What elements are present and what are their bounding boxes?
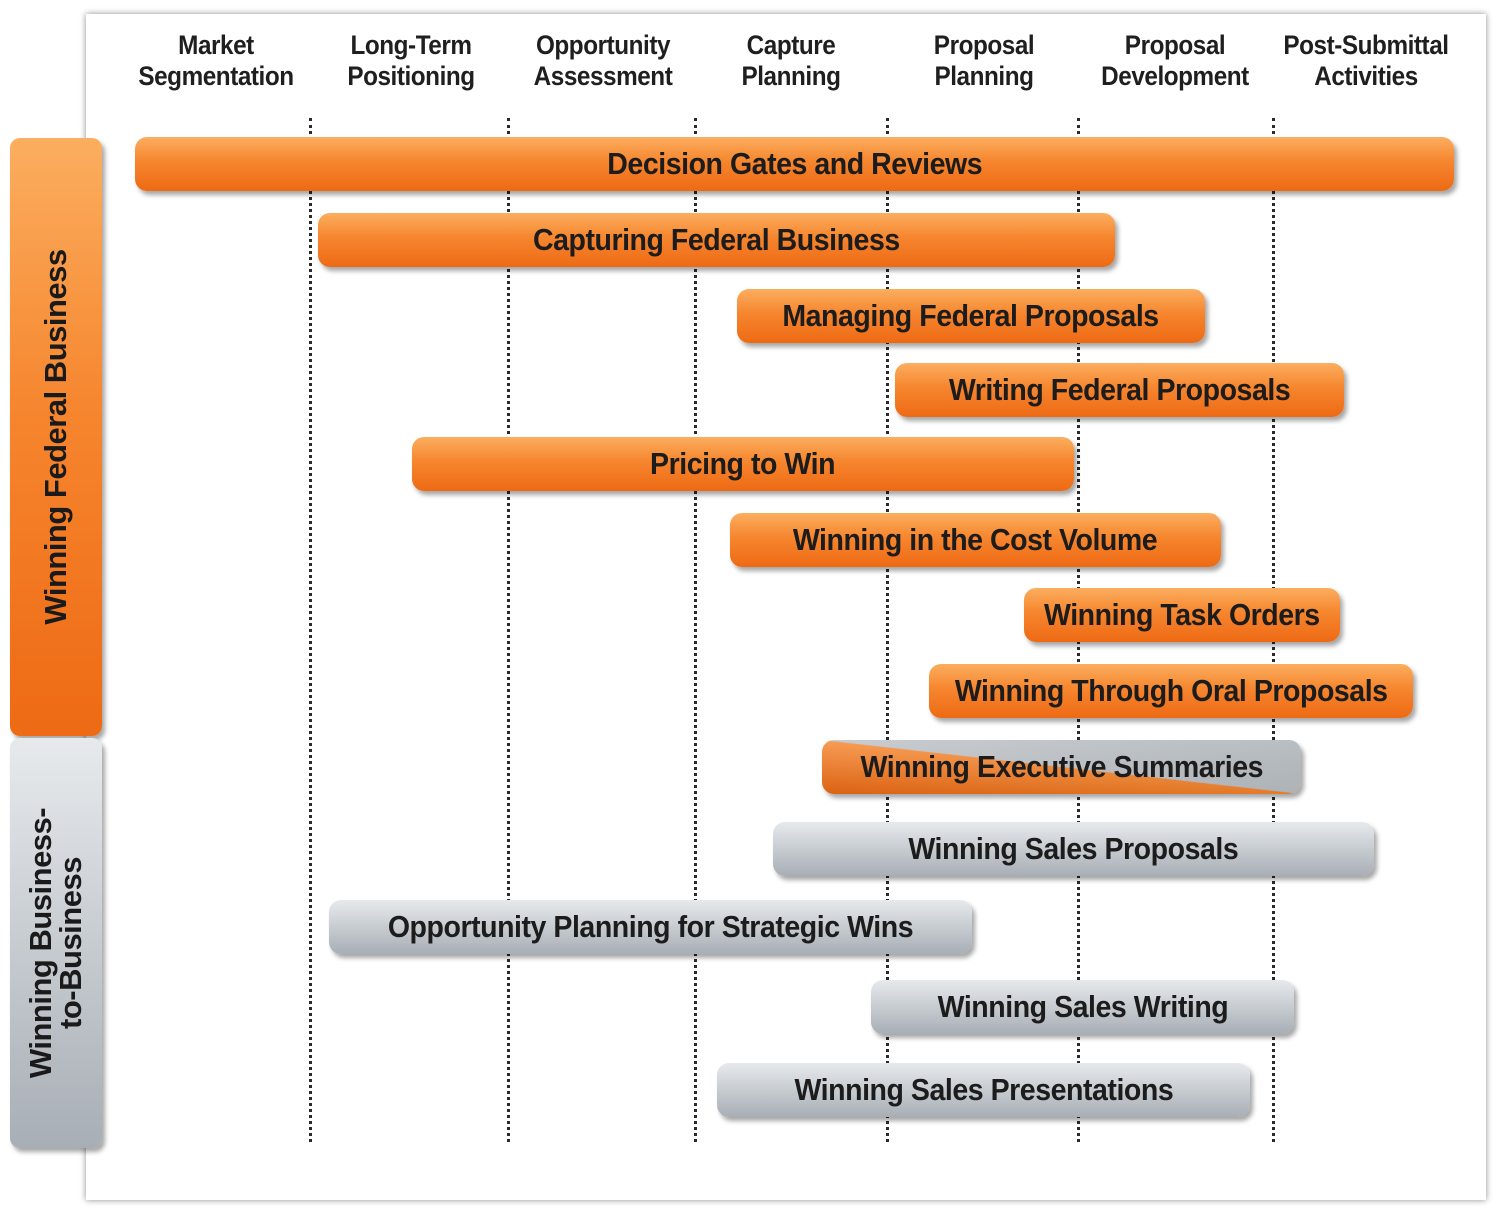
bar-label: Opportunity Planning for Strategic Wins (387, 909, 914, 944)
bar-label: Decision Gates and Reviews (607, 146, 982, 181)
bar-winning-task-orders: Winning Task Orders (1024, 588, 1340, 642)
bar-winning-through-oral-proposals: Winning Through Oral Proposals (929, 664, 1413, 718)
bar-winning-in-the-cost-volume: Winning in the Cost Volume (730, 513, 1221, 567)
phase-capture-planning: Capture Planning (741, 30, 841, 91)
bar-winning-sales-writing: Winning Sales Writing (871, 980, 1294, 1034)
phase-opportunity-assessment: Opportunity Assessment (533, 30, 673, 91)
bar-label: Pricing to Win (650, 446, 836, 481)
phase-long-term-positioning: Long-Term Positioning (347, 30, 475, 91)
phase-proposal-development: Proposal Development (1101, 30, 1249, 91)
bar-winning-executive-summaries: Winning Executive Summaries (822, 740, 1301, 794)
bar-label: Winning Sales Writing (937, 989, 1228, 1024)
group-label: Winning Federal Business (38, 249, 73, 625)
bar-label: Winning Task Orders (1044, 597, 1320, 632)
bar-label: Winning Executive Summaries (860, 749, 1263, 784)
bar-label: Capturing Federal Business (533, 222, 900, 257)
bar-label: Managing Federal Proposals (782, 298, 1160, 333)
bar-label: Writing Federal Proposals (948, 372, 1291, 407)
bar-opportunity-planning-for-strategic-wins: Opportunity Planning for Strategic Wins (329, 900, 972, 954)
bar-writing-federal-proposals: Writing Federal Proposals (895, 363, 1344, 417)
phase-market-segmentation: Market Segmentation (138, 30, 294, 91)
bar-decision-gates-and-reviews: Decision Gates and Reviews (135, 137, 1454, 191)
bar-label: Winning Sales Presentations (794, 1072, 1173, 1107)
bar-pricing-to-win: Pricing to Win (412, 437, 1074, 491)
phase-proposal-planning: Proposal Planning (933, 30, 1035, 91)
bar-capturing-federal-business: Capturing Federal Business (318, 213, 1115, 267)
bar-label: Winning Sales Proposals (908, 831, 1239, 866)
bar-managing-federal-proposals: Managing Federal Proposals (737, 289, 1205, 343)
group-winning-business-to-business: Winning Business- to-Business (10, 738, 102, 1148)
group-winning-federal-business: Winning Federal Business (10, 138, 102, 736)
phase-divider (507, 118, 510, 1142)
phase-post-submittal-activities: Post-Submittal Activities (1283, 30, 1449, 91)
phase-divider (886, 118, 889, 1142)
group-label: Winning Business- to-Business (23, 807, 88, 1079)
phase-divider (309, 118, 312, 1142)
bar-label: Winning in the Cost Volume (793, 522, 1158, 557)
bar-winning-sales-presentations: Winning Sales Presentations (717, 1063, 1250, 1117)
phase-divider (694, 118, 697, 1142)
bar-winning-sales-proposals: Winning Sales Proposals (773, 822, 1374, 876)
bar-label: Winning Through Oral Proposals (954, 673, 1388, 708)
